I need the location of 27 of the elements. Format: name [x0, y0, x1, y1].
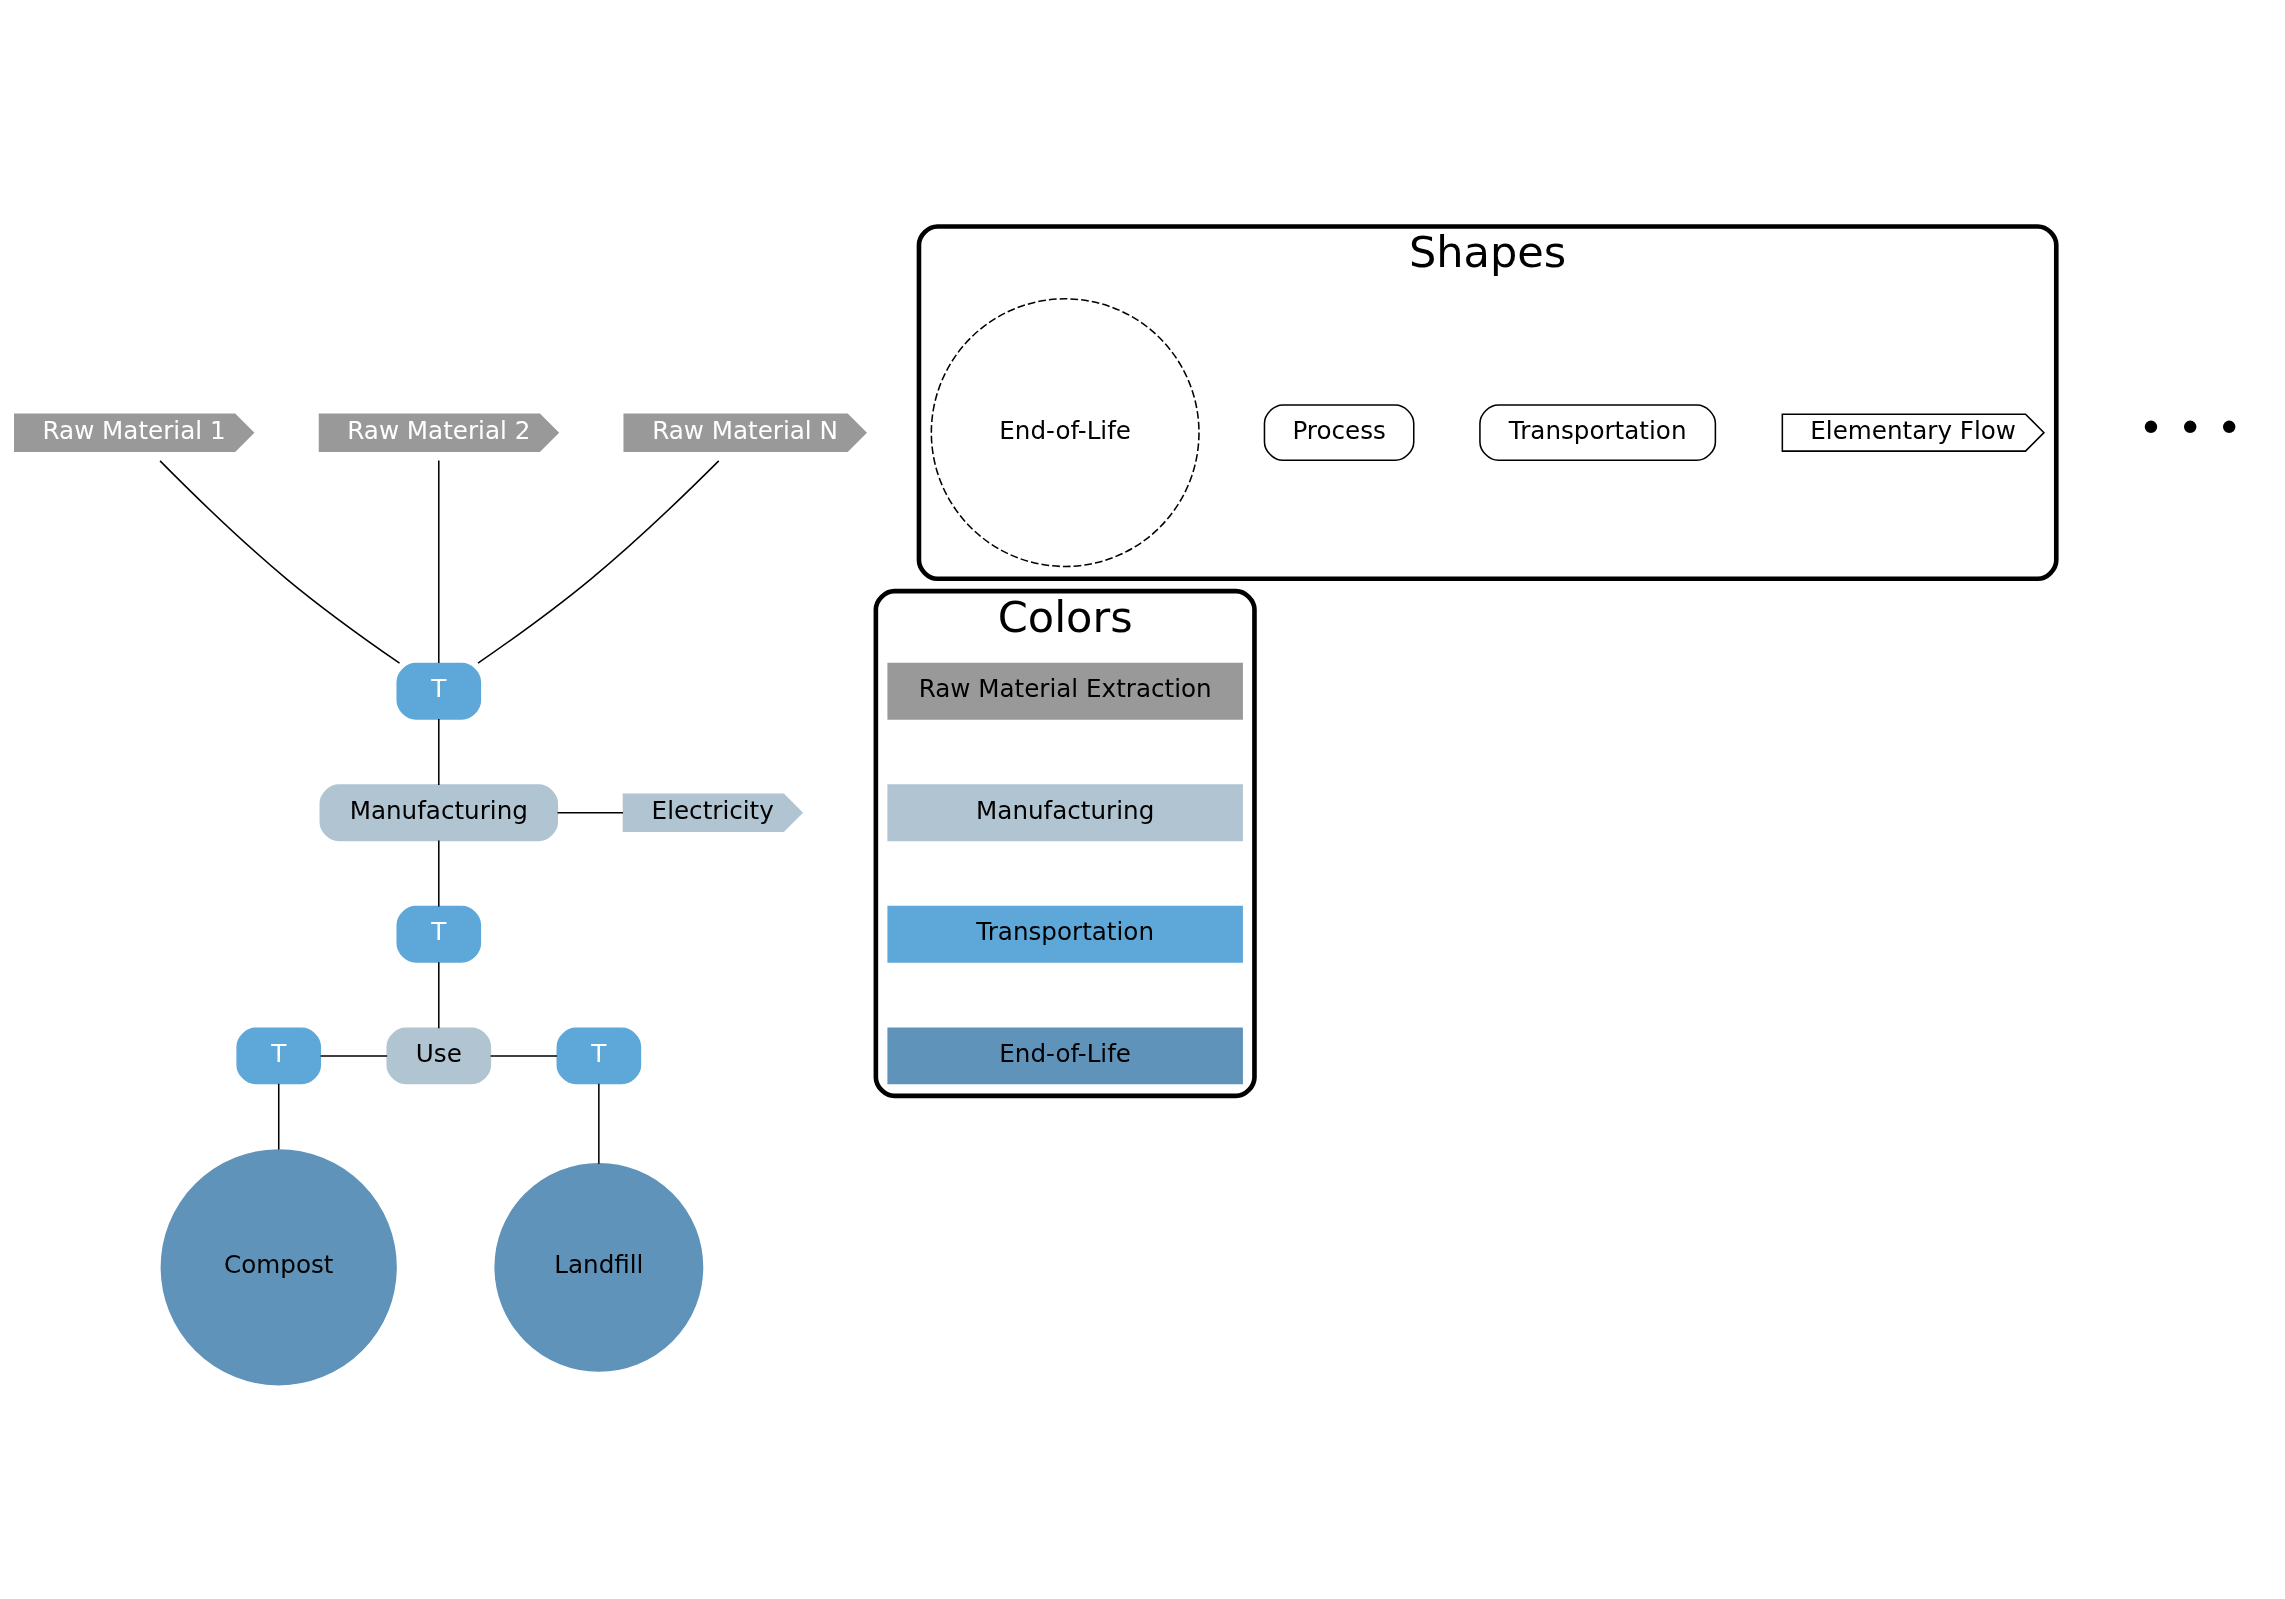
legend-label: End-of-Life: [999, 1038, 1132, 1068]
node-box: Transportation: [1479, 404, 1717, 462]
connector: [159, 460, 401, 664]
node-circle: Compost: [160, 1149, 397, 1386]
connector: [277, 1083, 280, 1151]
connector: [438, 459, 440, 664]
node-box: Manufacturing: [319, 784, 559, 842]
node-box: T: [236, 1027, 322, 1085]
connector: [489, 1055, 558, 1057]
connector: [438, 839, 440, 908]
node-box: T: [556, 1027, 642, 1085]
connector: [556, 811, 624, 814]
node-box: T: [396, 662, 482, 720]
legend-label: Transportation: [976, 917, 1155, 947]
legend-label: Manufacturing: [976, 795, 1155, 825]
connector: [438, 718, 440, 786]
legend-label: Raw Material Extraction: [918, 674, 1212, 703]
node-circle: End-of-Life: [930, 298, 1200, 568]
connector: [319, 1055, 388, 1057]
connector: [477, 460, 720, 664]
label: • • •: [2138, 403, 2242, 454]
connector: [438, 961, 440, 1029]
connector: [598, 1083, 600, 1165]
node-box: T: [396, 905, 482, 963]
node-circle: Landfill: [494, 1162, 704, 1372]
node-box: Process: [1263, 404, 1415, 462]
node-box: Use: [386, 1027, 492, 1085]
